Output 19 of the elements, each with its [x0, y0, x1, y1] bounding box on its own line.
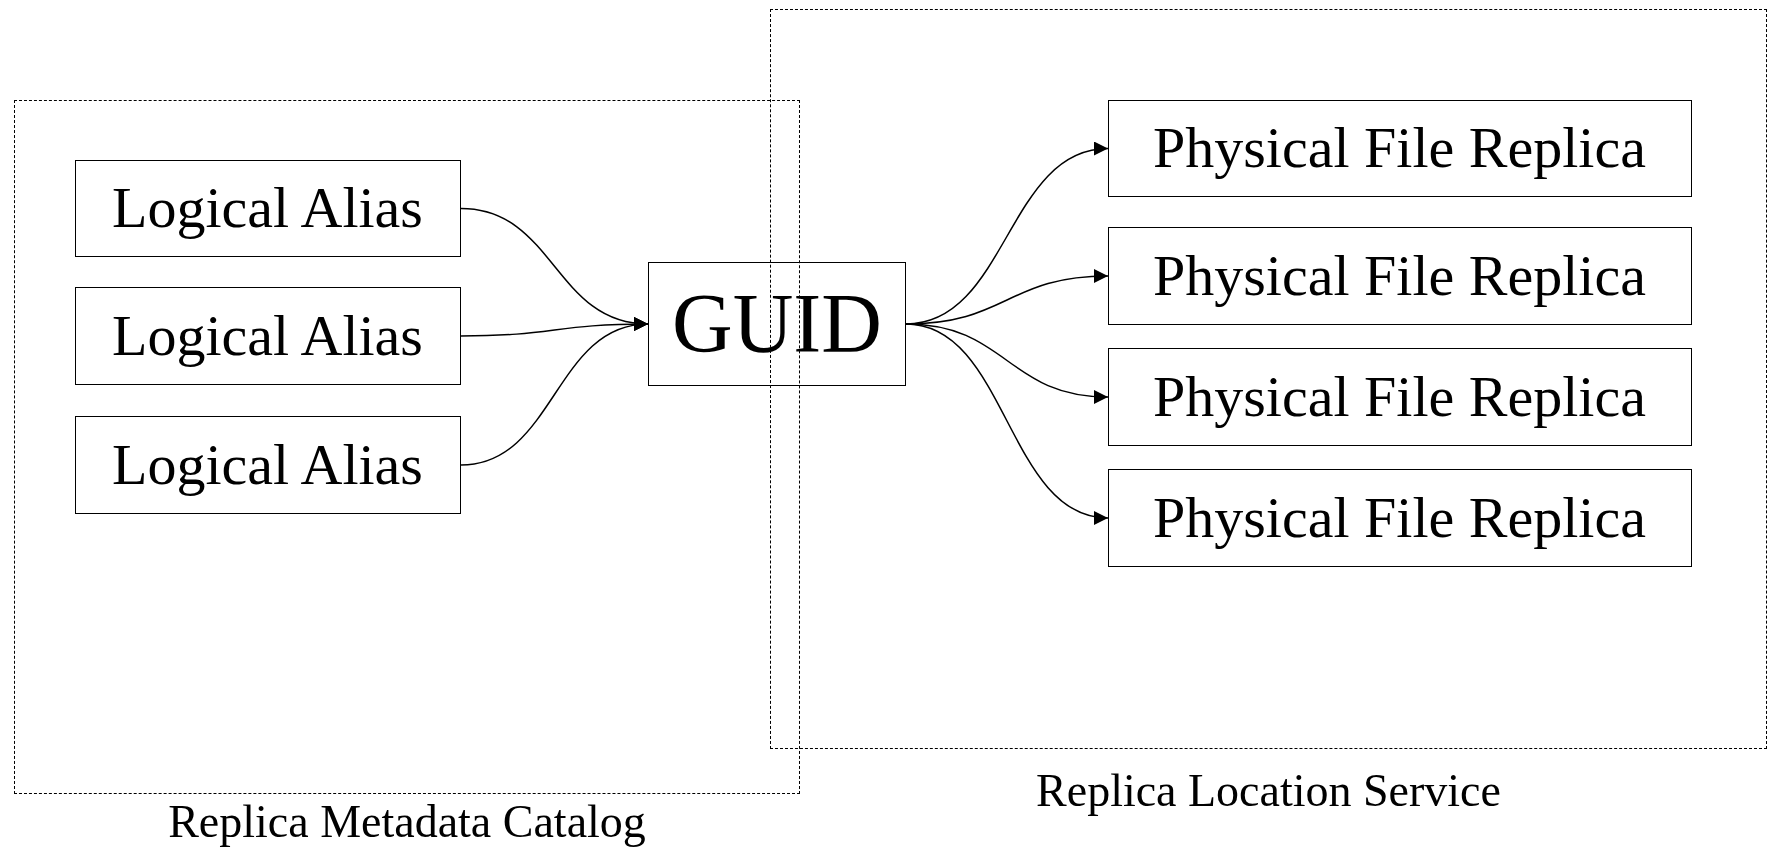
node-label: Physical File Replica — [1153, 488, 1646, 547]
process-box — [648, 262, 906, 386]
node-label: Logical Alias — [112, 306, 423, 365]
node-label: Physical File Replica — [1153, 246, 1646, 305]
node-label: GUID — [672, 282, 882, 366]
process-box — [1107, 226, 1692, 325]
curved-arrow — [460, 318, 649, 466]
process-box — [74, 159, 461, 257]
node-label: Physical File Replica — [1153, 367, 1646, 426]
process-box — [1107, 99, 1692, 197]
group-title: Replica Metadata Catalog — [168, 799, 646, 845]
process-box — [74, 286, 461, 385]
node-label: Physical File Replica — [1153, 119, 1646, 177]
group-title: Replica Location Service — [1036, 768, 1501, 814]
node-label: Logical Alias — [112, 435, 423, 494]
node-label: Logical Alias — [112, 179, 423, 237]
process-box — [1107, 347, 1692, 446]
process-box — [74, 415, 461, 514]
process-box — [1107, 468, 1692, 567]
